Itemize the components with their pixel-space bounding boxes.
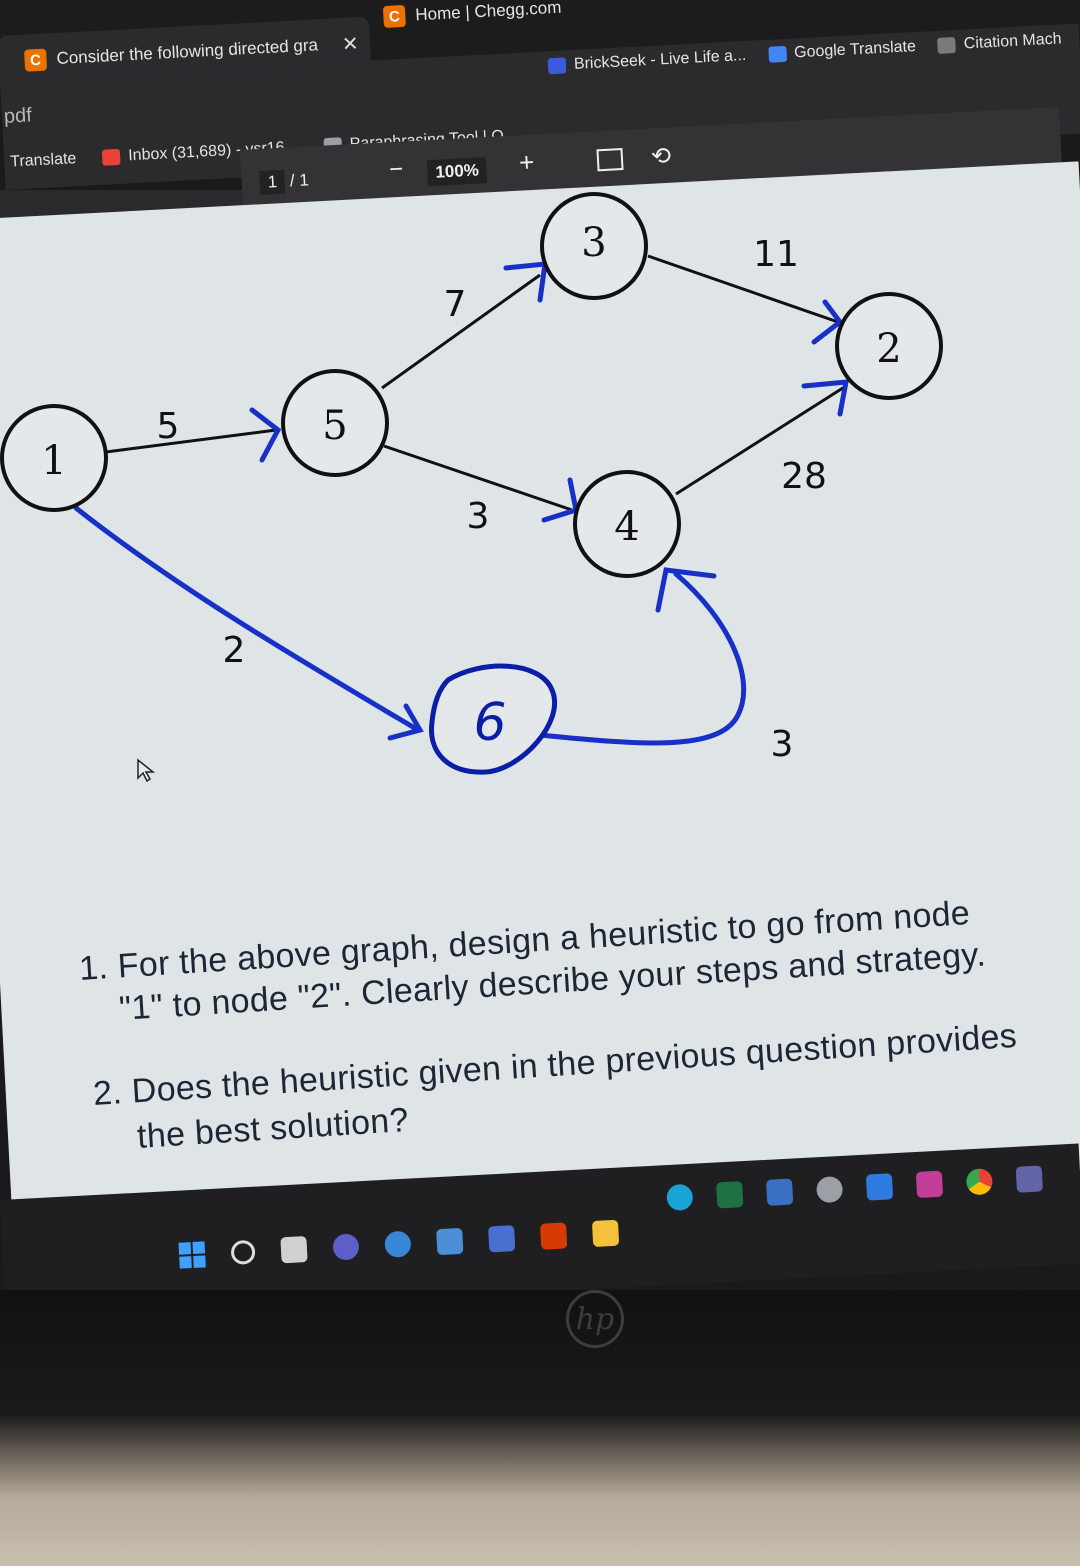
arrowhead-2b: [801, 379, 850, 417]
edge-label-1-6: 2: [223, 630, 246, 671]
store-icon[interactable]: [488, 1225, 516, 1253]
node-2: 2: [835, 292, 943, 400]
node-3: 3: [540, 192, 648, 300]
notepad-icon[interactable]: [436, 1227, 464, 1256]
svg-text:4: 4: [614, 504, 639, 550]
edge-5-4: [383, 444, 573, 512]
edge-label-3-2: 11: [753, 234, 799, 275]
hp-logo: hp: [566, 1290, 624, 1348]
node-5: 5: [281, 369, 389, 477]
globe-icon[interactable]: [384, 1230, 412, 1258]
task-view-icon[interactable]: [280, 1236, 308, 1264]
arrowhead-4b: [655, 567, 717, 613]
chat-icon[interactable]: [332, 1233, 360, 1261]
mouse-cursor-icon: [137, 758, 156, 783]
edge-3-2: [647, 254, 839, 324]
edge-4-2: [675, 384, 847, 496]
settings-icon[interactable]: [815, 1175, 844, 1204]
edge-label-6-4: 3: [771, 724, 794, 765]
windows-start-icon[interactable]: [178, 1241, 206, 1269]
svg-text:6: 6: [473, 693, 506, 753]
taskbar-left-icons: [178, 1219, 620, 1269]
arrowhead-5: [249, 407, 282, 463]
svg-text:5: 5: [322, 403, 347, 449]
svg-text:3: 3: [581, 220, 606, 266]
slack-icon[interactable]: [915, 1170, 944, 1198]
svg-text:2: 2: [876, 326, 901, 372]
edge-label-5-4: 3: [467, 496, 490, 537]
edge-5-3: [381, 273, 541, 390]
mail-icon[interactable]: [865, 1173, 894, 1201]
edge-label-4-2: 28: [781, 456, 827, 497]
arrowhead-6: [387, 703, 424, 741]
calendar-icon[interactable]: [765, 1178, 794, 1206]
edge-icon[interactable]: [666, 1183, 694, 1212]
excel-icon[interactable]: [716, 1181, 744, 1209]
node-6: 6: [429, 663, 557, 775]
office-icon[interactable]: [539, 1222, 568, 1250]
node-4: 4: [573, 470, 681, 578]
teams-icon[interactable]: [1015, 1165, 1043, 1193]
node-1: 1: [0, 404, 108, 512]
chrome-icon[interactable]: [965, 1168, 994, 1196]
laptop-bezel: [0, 1290, 1080, 1566]
edge-label-5-3: 7: [444, 284, 467, 325]
edge-6-4: [537, 571, 747, 746]
edge-1-6: [73, 505, 421, 733]
edge-label-1-5: 5: [157, 406, 180, 447]
search-icon[interactable]: [230, 1239, 256, 1265]
taskbar-right-icons: [666, 1165, 1043, 1212]
edge-1-5: [105, 428, 277, 454]
arrowhead-2a: [811, 299, 844, 345]
svg-text:1: 1: [41, 438, 66, 484]
file-explorer-icon[interactable]: [591, 1219, 620, 1248]
arrowhead-4a: [541, 477, 579, 523]
